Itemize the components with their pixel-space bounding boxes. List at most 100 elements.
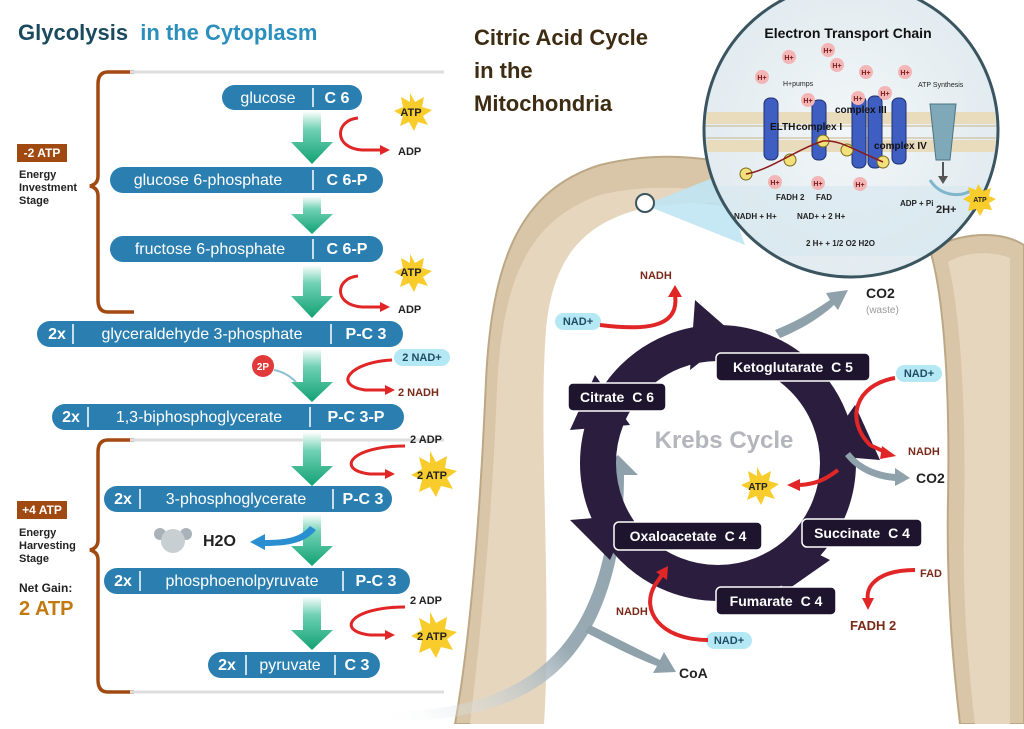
h-plus: H+ bbox=[880, 91, 889, 98]
etc-title: Electron Transport Chain bbox=[764, 25, 931, 41]
keto-label: Ketoglutarate C 5 bbox=[733, 359, 853, 375]
pg3-name: 3-phosphoglycerate bbox=[166, 491, 307, 508]
fumarate-label: Fumarate C 4 bbox=[730, 593, 823, 609]
pg3-formula: P-C 3 bbox=[343, 491, 384, 508]
cytoplasm-title-word: in the Cytoplasm bbox=[140, 20, 317, 45]
bpg-mult: 2x bbox=[62, 409, 80, 426]
investment-bracket bbox=[89, 70, 134, 314]
fad-label: FAD bbox=[920, 568, 942, 580]
h-plus: H+ bbox=[784, 55, 793, 62]
g6p-formula: C 6-P bbox=[327, 172, 368, 189]
krebs-nad-3: NAD+ bbox=[714, 635, 744, 647]
glycolysis-title: Glycolysis in the Cytoplasm bbox=[18, 20, 317, 45]
co2-label-2: CO2 bbox=[916, 470, 945, 486]
oxalo-label: Oxaloacetate C 4 bbox=[630, 528, 747, 544]
krebs-nadh-right: NAD+ NADH CO2 bbox=[845, 365, 945, 486]
bpg-formula: P-C 3-P bbox=[328, 409, 385, 426]
investment-line3: Stage bbox=[19, 195, 49, 207]
krebs-nadh-3: NADH bbox=[616, 606, 648, 618]
fadh2-etc-label: FADH 2 bbox=[776, 193, 805, 202]
g6p-name: glucose 6-phosphate bbox=[134, 172, 283, 189]
complex-4-label: complex IV bbox=[874, 141, 927, 152]
two-nad-label: 2 NAD+ bbox=[402, 352, 441, 364]
etc-panel: Electron Transport Chain ELTH complex I … bbox=[702, 0, 1000, 279]
pg3-mult: 2x bbox=[114, 491, 132, 508]
krebs-fumarate: Fumarate C 4 bbox=[715, 586, 837, 616]
cofactor-group-nad: 2P 2 NAD+ 2 NADH bbox=[252, 349, 450, 399]
harvesting-line1: Energy bbox=[19, 527, 57, 539]
citrate-name: Citrate bbox=[580, 389, 625, 405]
nad-pill bbox=[394, 349, 450, 366]
glycolysis-step-arrows bbox=[291, 111, 333, 650]
glucose-formula: C 6 bbox=[325, 90, 350, 107]
krebs-oxaloacetate: Oxaloacetate C 4 bbox=[613, 521, 763, 551]
zoom-origin-icon bbox=[635, 193, 655, 213]
succinate-name: Succinate bbox=[814, 525, 880, 541]
atp-label-1: ATP bbox=[400, 107, 421, 119]
h-plus-cluster: H+ H+ H+ H+ H+ H+ H+ H+ H+ H+ H+ H+ bbox=[755, 43, 912, 191]
step-fructose-6-phosphate: fructose 6-phosphate C 6-P bbox=[110, 236, 383, 262]
investment-badge: -2 ATP bbox=[17, 144, 67, 162]
cofactor-group-4: 2 ADP 2 ATP bbox=[349, 595, 457, 658]
two-adp-label-2: 2 ADP bbox=[410, 595, 442, 607]
complex-1-label: complex I bbox=[796, 122, 842, 133]
h-plus: H+ bbox=[823, 48, 832, 55]
succinate-label: Succinate C 4 bbox=[814, 525, 910, 541]
krebs-nad-2: NAD+ bbox=[904, 368, 934, 380]
step-phosphoenolpyruvate: 2x phosphoenolpyruvate P-C 3 bbox=[104, 568, 410, 594]
step-glucose-6-phosphate: glucose 6-phosphate C 6-P bbox=[110, 167, 383, 193]
g3p-mult: 2x bbox=[48, 326, 66, 343]
complex-four bbox=[891, 97, 907, 165]
step-biphosphoglycerate: 2x 1,3-biphosphoglycerate P-C 3-P bbox=[52, 404, 404, 430]
krebs-succinate: Succinate C 4 bbox=[801, 518, 923, 548]
investment-line2: Investment bbox=[19, 182, 77, 194]
h-plus: H+ bbox=[813, 181, 822, 188]
keto-formula: C 5 bbox=[831, 359, 853, 375]
h-plus: H+ bbox=[803, 98, 812, 105]
citric-title-line3: Mitochondria bbox=[474, 91, 613, 116]
investment-line1: Energy bbox=[19, 169, 57, 181]
atp-synthesis-label: ATP Synthesis bbox=[918, 82, 964, 89]
krebs-nadh-2: NADH bbox=[908, 446, 940, 458]
h-plus: H+ bbox=[861, 70, 870, 77]
complex-3-label: complex III bbox=[835, 105, 887, 116]
atp-star-icon bbox=[394, 254, 432, 292]
keto-name: Ketoglutarate bbox=[733, 359, 823, 375]
pep-name: phosphoenolpyruvate bbox=[165, 573, 318, 590]
phosphate-icon bbox=[252, 355, 274, 377]
h-plus: H+ bbox=[770, 180, 779, 187]
two-h-label: 2H+ bbox=[936, 204, 957, 216]
g3p-formula: P-C 3 bbox=[346, 326, 387, 343]
g3p-name: glyceraldehyde 3-phosphate bbox=[101, 326, 302, 343]
two-atp-label-2: 2 ATP bbox=[417, 631, 447, 643]
waste-label: (waste) bbox=[866, 305, 899, 316]
harvesting-bracket bbox=[89, 438, 134, 694]
krebs-coa: CoA bbox=[585, 625, 708, 681]
nad-2h-label: NAD+ + 2 H+ bbox=[797, 212, 846, 221]
two-nadh-label: 2 NADH bbox=[398, 387, 439, 399]
glucose-name: glucose bbox=[240, 90, 295, 107]
krebs-nadh-bottom: NAD+ NADH bbox=[616, 566, 752, 649]
krebs-title: Krebs Cycle bbox=[655, 427, 794, 454]
h-plus: H+ bbox=[855, 182, 864, 189]
net-gain-value: 2 ATP bbox=[19, 598, 73, 620]
krebs-atp: ATP bbox=[741, 467, 840, 505]
citric-title-line2: in the bbox=[474, 58, 533, 83]
water-eq-label: 2 H+ + 1/2 O2 H2O bbox=[806, 239, 875, 248]
citrate-label: Citrate C 6 bbox=[580, 389, 654, 405]
atp-star-icon bbox=[411, 612, 457, 658]
krebs-ketoglutarate: Ketoglutarate C 5 bbox=[715, 352, 871, 382]
fad-etc-label: FAD bbox=[816, 193, 832, 202]
h-pumps-label: H+pumps bbox=[783, 81, 814, 88]
krebs-nad-1: NAD+ bbox=[563, 316, 593, 328]
adp-label-2: ADP bbox=[398, 304, 421, 316]
oxalo-name: Oxaloacetate bbox=[630, 528, 717, 544]
water-release: H2O bbox=[154, 526, 316, 553]
krebs-fadh2: FAD FADH 2 bbox=[850, 568, 942, 633]
f6p-name: fructose 6-phosphate bbox=[135, 241, 285, 258]
step-pyruvate: 2x pyruvate C 3 bbox=[208, 652, 380, 678]
coa-label: CoA bbox=[679, 665, 708, 681]
krebs-nadh-top: NAD+ NADH bbox=[555, 270, 682, 330]
harvesting-badge-text: +4 ATP bbox=[22, 503, 62, 517]
